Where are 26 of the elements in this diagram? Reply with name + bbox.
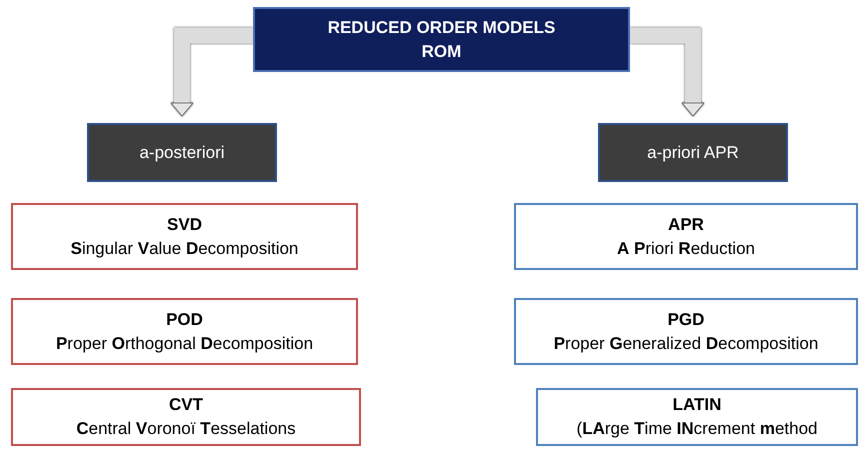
acronym: APR (668, 214, 704, 236)
label: (LArge Time INcrement method (576, 418, 818, 440)
block-arrow (170, 28, 253, 116)
label: A Priori Reduction (617, 238, 755, 260)
method-box (11, 203, 358, 270)
label: a-posteriori (139, 142, 225, 164)
acronym: LATIN (672, 394, 722, 416)
label: a-priori APR (647, 142, 739, 164)
acronym: CVT (169, 394, 203, 416)
category-box (87, 123, 277, 182)
label: Singular Value Decomposition (70, 238, 298, 260)
acronym: SVD (167, 214, 202, 236)
method-box (11, 388, 361, 446)
category-box (598, 123, 788, 182)
acronym: POD (166, 308, 203, 330)
label: Proper Generalized Decomposition (554, 332, 818, 354)
block-arrow (630, 28, 704, 116)
method-box (536, 388, 858, 446)
title-box (253, 7, 630, 72)
label: REDUCED ORDER MODELS ROM (326, 16, 556, 62)
acronym: PGD (668, 308, 704, 330)
method-box (514, 203, 858, 270)
method-box (514, 298, 858, 365)
method-box (11, 298, 358, 365)
label: Proper Orthogonal Decomposition (56, 332, 314, 354)
label: Central Voronoï Tesselations (76, 418, 296, 440)
